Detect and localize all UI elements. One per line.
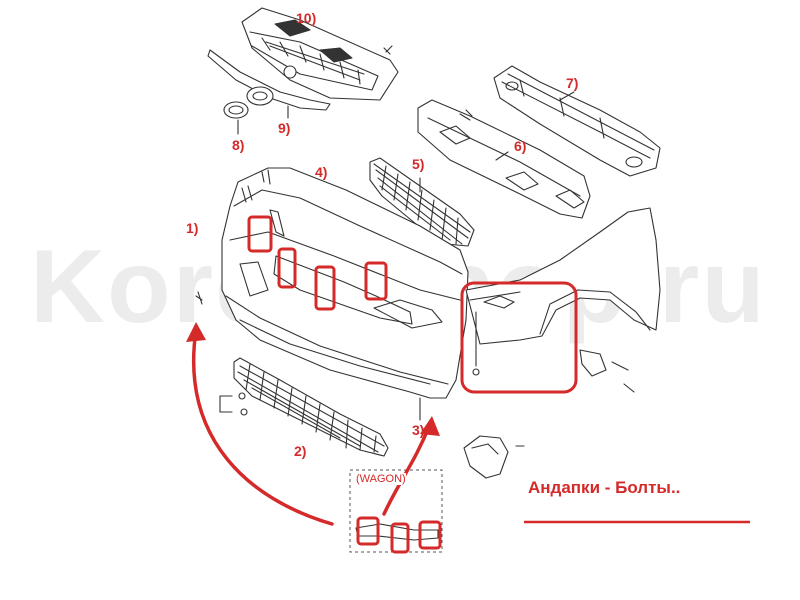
highlight-clip-2 <box>277 247 297 289</box>
highlight-wagon-clip-1 <box>356 516 380 546</box>
part-label-1: 1) <box>186 220 199 236</box>
arrow-head-left <box>186 322 206 342</box>
part-7-reinforcement-beam <box>493 65 661 177</box>
part-9-chrome-trim <box>207 49 331 119</box>
part-label-2: 2) <box>294 443 307 459</box>
highlight-fender-area <box>460 281 578 394</box>
arrow-head-right <box>420 416 440 436</box>
front-fender <box>465 207 661 393</box>
highlight-wagon-clip-2 <box>390 522 410 554</box>
highlight-wagon-clip-3 <box>418 520 442 550</box>
part-label-4: 4) <box>315 164 328 180</box>
part-10-upper-grille <box>241 7 399 101</box>
part-label-7: 7) <box>566 75 579 91</box>
arrow-to-bumper-lip <box>382 422 432 516</box>
side-bracket <box>463 435 525 479</box>
arrow-to-bumper-underside <box>192 328 334 526</box>
wagon-variant-tag: (WAGON) <box>356 473 406 485</box>
part-8-emblem <box>223 86 274 135</box>
part-label-6: 6) <box>514 138 527 154</box>
part-label-8: 8) <box>232 137 245 153</box>
highlight-clip-4 <box>364 261 388 301</box>
part-label-10: 10) <box>296 10 317 26</box>
highlight-clip-1 <box>247 215 273 253</box>
part-6-energy-absorber <box>417 99 591 219</box>
part-2-lower-mesh-grille <box>219 357 389 457</box>
part-1-bumper-cover <box>195 167 469 399</box>
wagon-variant-box <box>349 469 443 553</box>
part-5-lower-grille-insert <box>369 157 475 247</box>
highlight-clip-3 <box>314 265 336 311</box>
part-label-5: 5) <box>412 156 425 172</box>
annotation-note: Андапки - Болты.. <box>528 478 681 497</box>
part-label-9: 9) <box>278 120 291 136</box>
wagon-strip <box>355 523 439 541</box>
part-label-3: 3) <box>412 422 425 438</box>
